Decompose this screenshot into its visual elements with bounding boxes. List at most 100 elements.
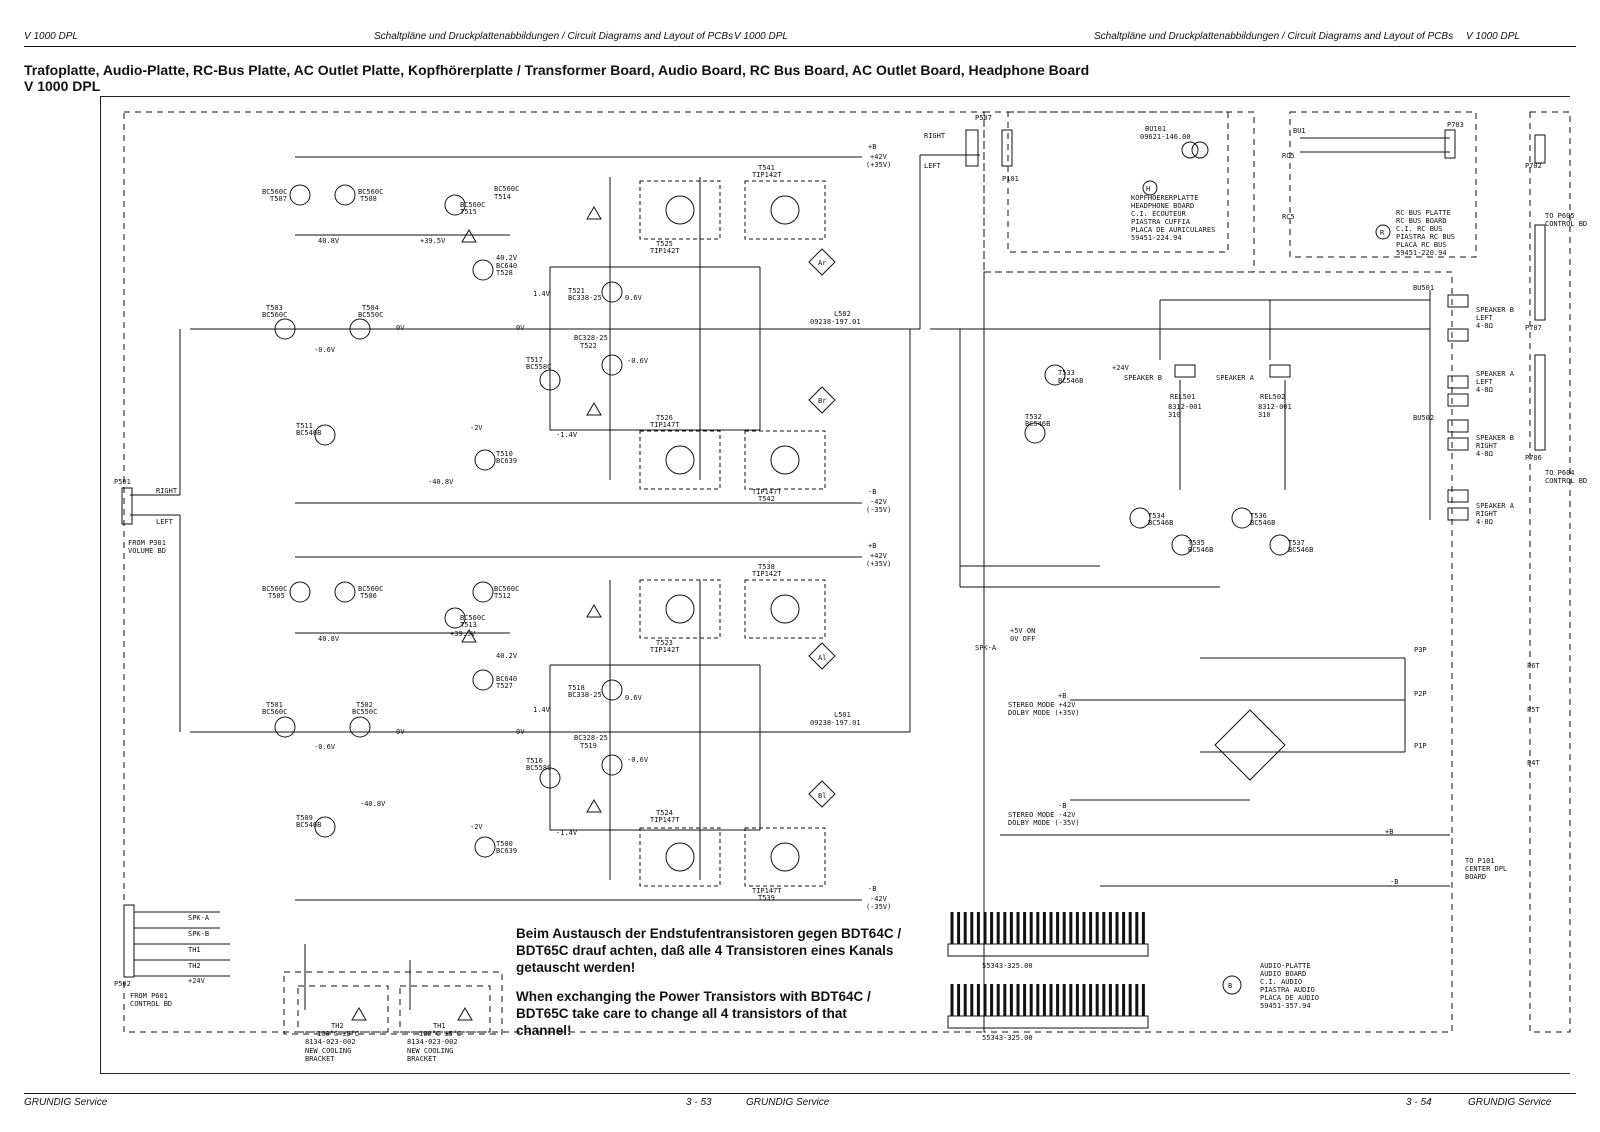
label-rc-board-2: RC BUS BOARD (1396, 217, 1447, 225)
label-p703: P703 (1447, 121, 1464, 129)
heatsink-fins (950, 912, 1145, 1016)
header-subtitle-right: Schaltpläne und Druckplattenabbildungen … (1094, 31, 1454, 42)
label-v40-2-lo: 40.2V (496, 652, 518, 660)
label-t507: T507 (270, 195, 287, 203)
board-outlines (123, 111, 1571, 1035)
label-t509: T509 (296, 814, 313, 822)
label-t515: T515 (460, 208, 477, 216)
label-t514: T514 (494, 193, 511, 201)
label-t524-type: TIP147T (650, 816, 680, 824)
label-t524: T524 (656, 809, 673, 817)
label-to-p604-b: CONTROL BD (1545, 477, 1587, 485)
label-vm42-lo: -42V (870, 895, 888, 903)
label-left: LEFT (924, 162, 942, 170)
label-p707: P707 (1525, 324, 1542, 332)
label-hp-board-6: 59451-224.94 (1131, 234, 1182, 242)
label-t518: T518 (568, 684, 585, 692)
label-right: RIGHT (924, 132, 946, 140)
warning-icons (351, 206, 602, 1021)
schematic-frame (100, 96, 1570, 1074)
label-th2-cooling: NEW COOLING (305, 1047, 351, 1055)
label-v42-up: +42V (870, 153, 888, 161)
label-t502-type: BC550C (352, 708, 377, 716)
label-t536: T536 (1250, 512, 1267, 520)
label-t505: T505 (268, 592, 285, 600)
label-to-p605: TO P605 (1545, 212, 1575, 220)
label-vm14-lo: -1.4V (556, 829, 578, 837)
header-model-left: V 1000 DPL (24, 31, 78, 42)
label-t504: T504 (362, 304, 379, 312)
label-v06-up: 0.6V (625, 294, 643, 302)
label-v39-5-up: +39.5V (420, 237, 446, 245)
label-p501-right: RIGHT (156, 487, 178, 495)
label-hp-board-4: PIASTRA CUFFIA (1131, 218, 1191, 226)
label-t501-type: BC560C (262, 708, 287, 716)
label-t501: T501 (266, 701, 283, 709)
label-t516-type: BC558C (526, 764, 551, 772)
label-left-al: LEFT (1476, 378, 1494, 386)
label-t538-type: TIP142T (752, 570, 782, 578)
label-b-circle: B (1228, 982, 1232, 990)
label-control-bd: CONTROL BD (130, 1000, 172, 1008)
label-t519: T519 (580, 742, 597, 750)
label-audio-board-1: AUDIO-PLATTE (1260, 962, 1311, 970)
label-p706: P706 (1525, 454, 1542, 462)
label-t514-type: BC560C (494, 185, 519, 193)
label-rel502: REL502 (1260, 393, 1285, 401)
label-t541: T541 (758, 164, 775, 172)
label-t526-type: TIP147T (650, 421, 680, 429)
label-stereo-m: STEREO MODE -42V (1008, 811, 1076, 819)
label-t502: T502 (356, 701, 373, 709)
label-audio-board-3: C.I. AUDIO (1260, 978, 1302, 986)
label-right-br: RIGHT (1476, 442, 1498, 450)
label-t513: T513 (460, 621, 477, 629)
label-from-p301: FROM P301 (128, 539, 166, 547)
label-hp-board-1: KOPFHOERERPLATTE (1131, 194, 1198, 202)
label-rc-board-5: PLACA RC BUS (1396, 241, 1447, 249)
label-th2-part: TH2 (331, 1022, 344, 1030)
note-german: Beim Austausch der Endstufentransistoren… (516, 926, 902, 975)
label-th1: TH1 (188, 946, 201, 954)
label-hp-board-3: C.I. ECOUTEUR (1131, 210, 1187, 218)
label-t539: T539 (758, 894, 775, 902)
label-t528: T528 (496, 269, 513, 277)
footer-brand-right: GRUNDIG Service (1468, 1097, 1552, 1108)
label-audio-board-5: PLACA DE AUDIO (1260, 994, 1319, 1002)
label-from-p601: FROM P601 (130, 992, 168, 1000)
label-t517-type: BC558C (526, 363, 551, 371)
label-h: H (1146, 185, 1150, 193)
label-plus-b-up: +B (868, 143, 876, 151)
label-t521-type: BC338-25 (568, 294, 602, 302)
label-to-p604: TO P604 (1545, 469, 1575, 477)
label-ohm-ar: 4-8Ω (1476, 518, 1493, 526)
headphone-jack (1142, 141, 1209, 196)
label-plus-b-ps: +B (1058, 692, 1066, 700)
label-t527-type: BC640 (496, 675, 517, 683)
label-t539-type: TIP147T (752, 887, 782, 895)
label-ar: Ar (818, 259, 826, 267)
label-t511: T511 (296, 422, 313, 430)
label-th1-pn: 8134-023-002 (407, 1038, 458, 1046)
label-t526: T526 (656, 414, 673, 422)
footer-page-right: 3 - 54 (1406, 1097, 1432, 1108)
label-rc5b: RC5 (1282, 213, 1295, 221)
label-rel501: REL501 (1170, 393, 1195, 401)
rails-lower (130, 329, 911, 901)
label-vm40-8-up: -40.8V (428, 478, 454, 486)
label-rel501-pn: 8312-001 (1168, 403, 1202, 411)
label-rc-board-6: 59451-220.94 (1396, 249, 1447, 257)
label-al: Al (818, 654, 826, 662)
label-p2p: P2P (1414, 690, 1427, 698)
transistors-lower (274, 581, 623, 858)
label-spk-a-v: SPK-A (975, 644, 997, 652)
label-t535: T535 (1188, 539, 1205, 547)
label-t533-type: BC546B (1058, 377, 1083, 385)
label-vm06b-up: -0.6V (627, 357, 649, 365)
label-t519-type: BC328-25 (574, 734, 608, 742)
label-v0-lo-b: 0V (516, 728, 525, 736)
label-left-bl: LEFT (1476, 314, 1494, 322)
label-t522-type: BC328-25 (574, 334, 608, 342)
footer-brand-left: GRUNDIG Service (24, 1097, 108, 1108)
label-bu502: BU502 (1413, 414, 1434, 422)
label-v42-lo: +42V (870, 552, 888, 560)
